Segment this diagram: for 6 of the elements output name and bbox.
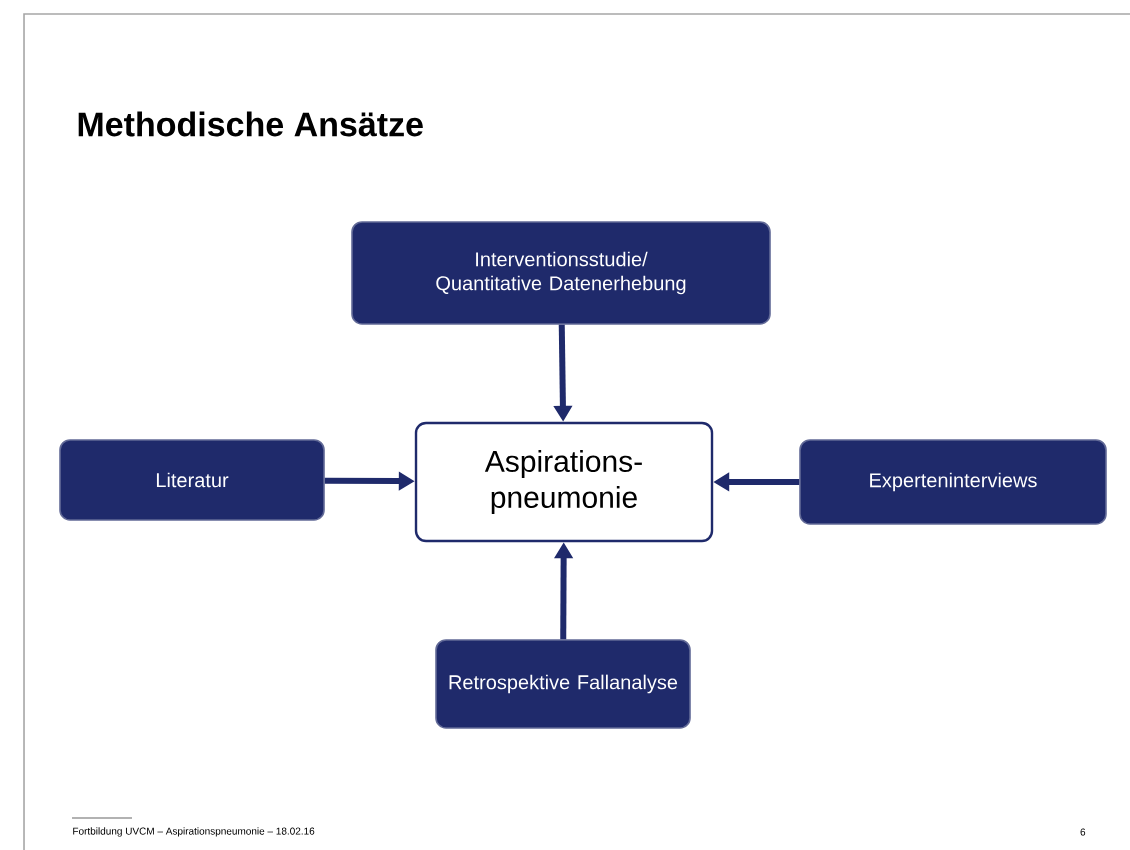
- method-box: Literatur: [59, 439, 325, 521]
- method-box: Retrospektive Fallanalyse: [435, 639, 691, 729]
- method-box: Experteninterviews: [799, 439, 1107, 525]
- method-box: Interventionsstudie/ Quantitative Datenerhebung: [351, 221, 771, 325]
- slide-title: Methodische Ansätze: [78, 111, 423, 137]
- topic-box: Aspirations- pneumonie: [414, 421, 714, 543]
